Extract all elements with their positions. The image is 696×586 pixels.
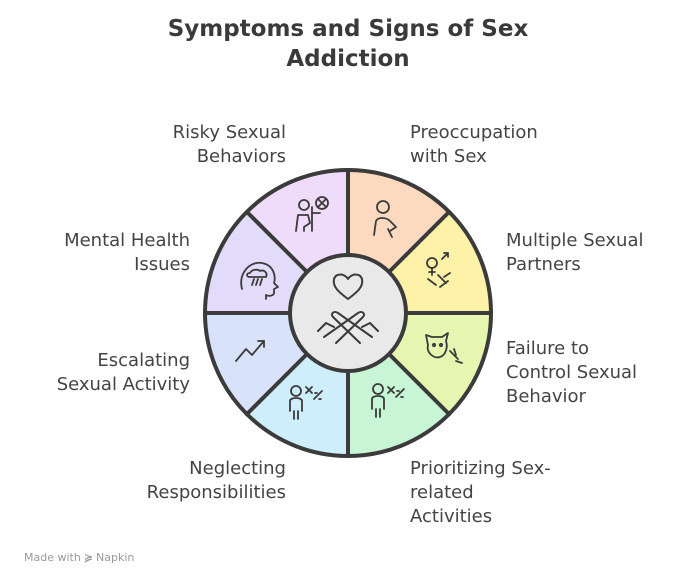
head-storm-icon [240,261,279,300]
label-neglecting: Neglecting Responsibilities [146,458,286,503]
label-prioritizing: Prioritizing Sex- related Activities [410,458,551,527]
label-mental-health: Mental Health Issues [64,230,190,275]
label-multiple-partners: Multiple Sexual Partners [506,230,644,275]
wheel-segment [389,313,491,415]
person-neglect-icon [289,385,323,420]
gender-symbols-icon [426,252,451,288]
symptom-wheel [203,168,493,458]
napkin-logo-icon: ≽ [83,551,94,564]
diagram-title: Symptoms and Signs of Sex Addiction [0,14,696,74]
wheel-segment [205,313,307,415]
person-priority-icon [371,383,405,418]
wheel-segment [348,354,450,456]
label-failure-control: Failure to Control Sexual Behavior [506,338,638,407]
footer-credit: Made with≽Napkin [24,551,134,564]
person-thinking-icon [373,200,397,238]
devil-face-icon [425,332,463,364]
wheel-spoke [387,209,452,274]
label-escalating: Escalating Sexual Activity [56,350,190,395]
label-risky-behaviors: Risky Sexual Behaviors [172,122,286,167]
wheel-spoke [387,352,452,417]
trend-up-icon [235,340,265,362]
footer-brand: Napkin [96,551,135,564]
wheel-segment [246,354,348,456]
heart-crossed-hands-icon [317,273,379,344]
wheel-spoke [244,209,309,274]
wheel-segment [348,170,450,272]
wheel-center [288,253,408,373]
wheel-outer-ring [203,168,493,458]
label-preoccupation: Preoccupation with Sex [410,122,538,167]
risk-person-icon [295,196,329,232]
footer-made-with: Made with [24,551,81,564]
title-line-2: Addiction [286,46,410,72]
wheel-segment [389,211,491,313]
wheel-spoke [244,352,309,417]
title-line-1: Symptoms and Signs of Sex [167,16,529,42]
